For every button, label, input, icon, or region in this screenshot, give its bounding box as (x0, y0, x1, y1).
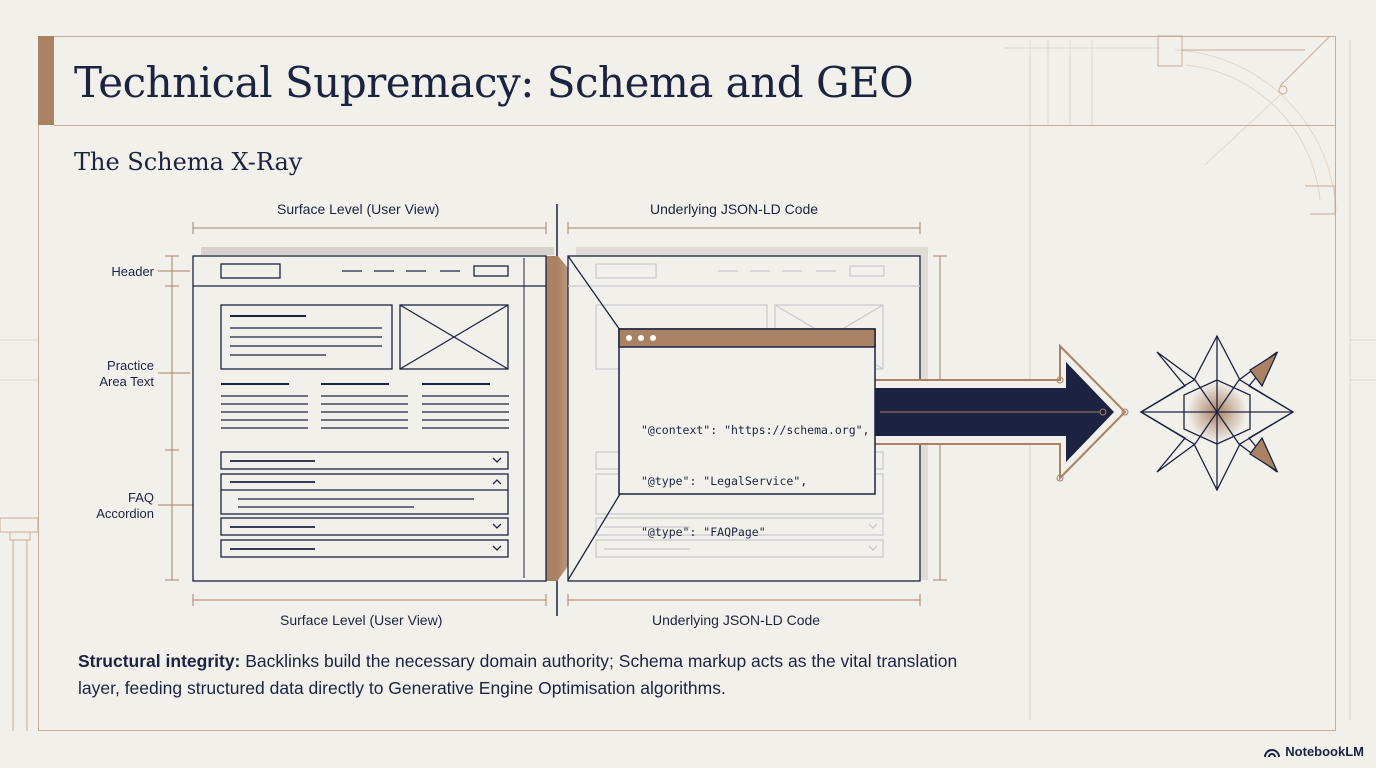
code-line: "@type": "FAQPage" (641, 525, 766, 539)
notebooklm-logo-icon (1264, 748, 1281, 757)
code-top-label: Underlying JSON-LD Code (650, 201, 819, 217)
side-label-faq: FAQ Accordion (96, 490, 154, 521)
side-label-header: Header (111, 264, 154, 279)
body-lead: Structural integrity: (78, 651, 241, 671)
code-window (618, 328, 876, 495)
code-line: "@type": "LegalService", (641, 474, 808, 488)
column-decoration (0, 517, 39, 731)
xray-slice (546, 256, 558, 581)
arrow-icon (873, 343, 1129, 482)
dimension-lines (158, 222, 947, 606)
surface-top-label: Surface Level (User View) (277, 201, 440, 217)
page-title: Technical Supremacy: Schema and GEO (74, 58, 914, 107)
title-rule (54, 125, 1336, 126)
side-label-practice: Practice Area Text (99, 358, 154, 389)
blueprint-decoration (0, 40, 1376, 720)
code-snippet: "@context": "https://schema.org", "@type… (641, 388, 869, 558)
surface-wireframe (192, 255, 547, 582)
brand-badge: NotebookLM (1264, 744, 1364, 759)
code-bottom-label: Underlying JSON-LD Code (652, 612, 821, 628)
body-paragraph: Structural integrity: Backlinks build th… (78, 648, 978, 702)
code-line: "@context": "https://schema.org", (641, 423, 870, 437)
slide-frame (38, 36, 1336, 731)
title-accent-bar (38, 36, 54, 125)
brand-name: NotebookLM (1285, 744, 1364, 759)
star-emblem-icon (1139, 334, 1295, 492)
page-subtitle: The Schema X-Ray (74, 148, 303, 176)
surface-bottom-label: Surface Level (User View) (280, 612, 443, 628)
body-text: Backlinks build the necessary domain aut… (78, 651, 958, 698)
